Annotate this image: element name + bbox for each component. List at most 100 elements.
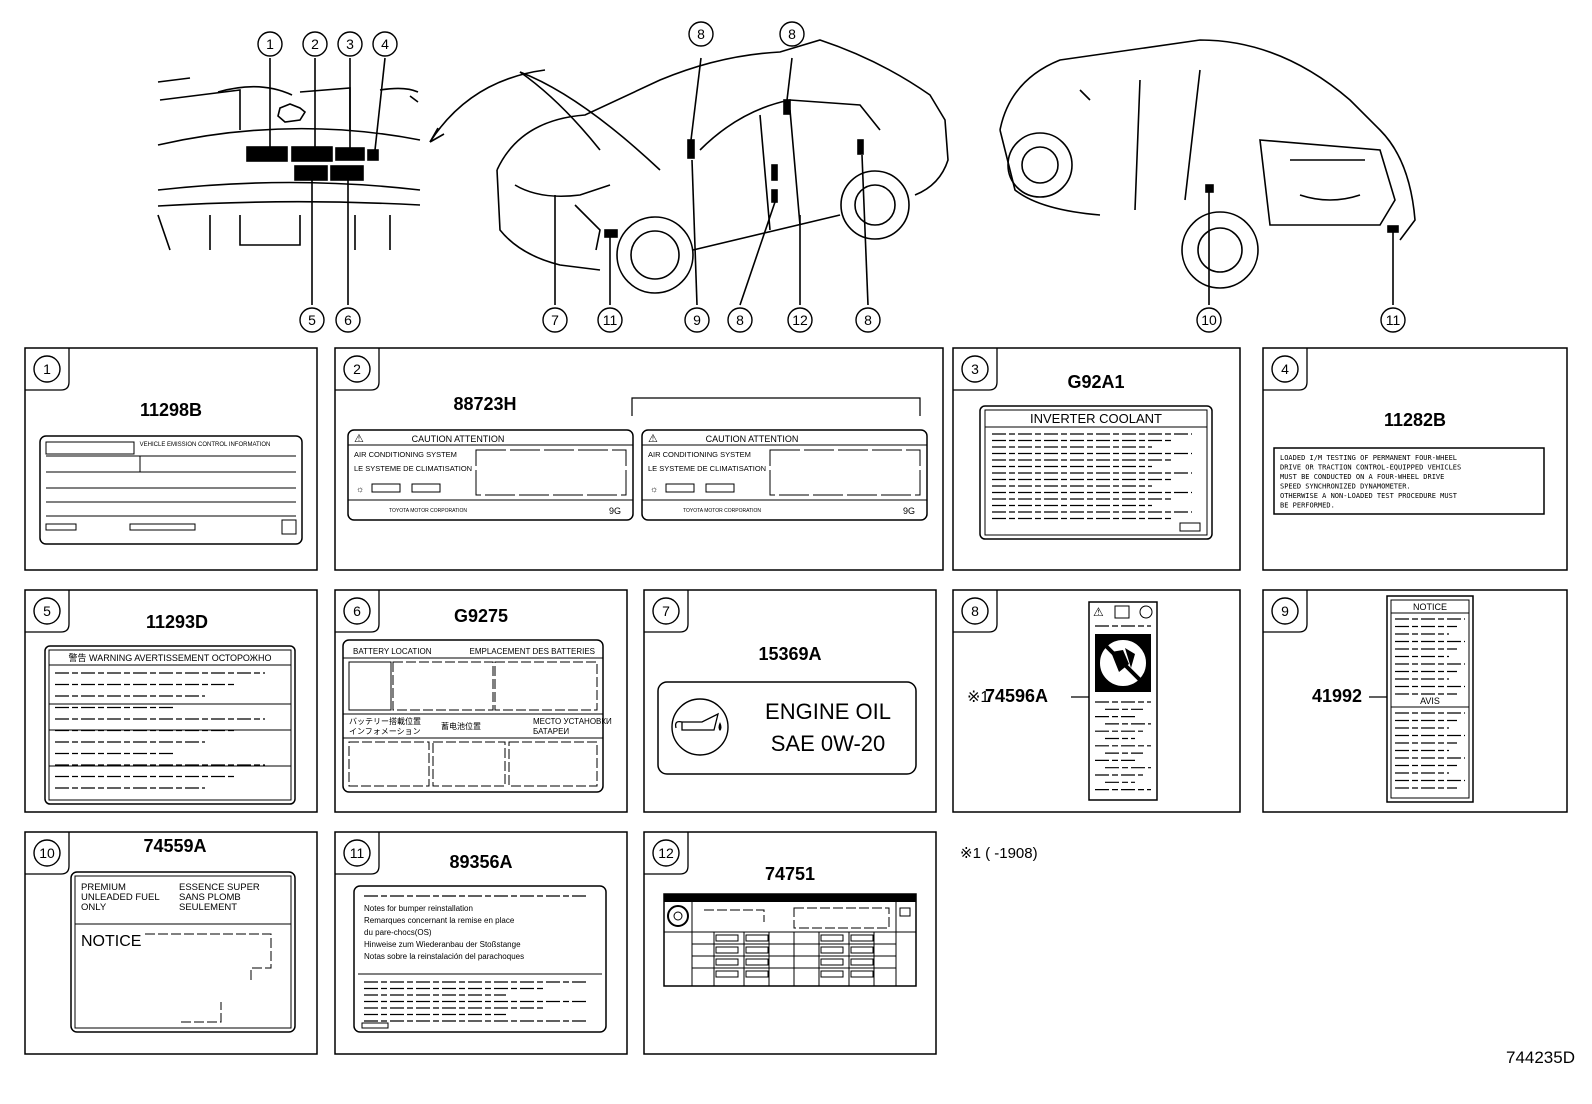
label-text: MUST BE CONDUCTED ON A FOUR-WHEEL DRIVE xyxy=(1280,473,1444,481)
part-number: 74596A xyxy=(985,686,1048,706)
warning-triangle-icon: ⚠ xyxy=(354,433,364,445)
callout-front-8: 8 xyxy=(779,21,805,47)
callout-engine-5: 5 xyxy=(299,307,325,333)
callout-front-9: 9 xyxy=(684,307,710,333)
panel-frame xyxy=(643,831,937,1055)
label-text: SANS PLOMB xyxy=(179,892,241,903)
sun-icon: ☼ xyxy=(356,484,364,494)
callout-number: 4 xyxy=(1281,361,1289,377)
ac-label: ⚠ CAUTION ATTENTION AIR CONDITIONING SYSTE… xyxy=(347,429,634,521)
label-text: SEULEMENT xyxy=(179,902,237,913)
callout-number: 10 xyxy=(1201,312,1217,328)
oil-can-icon xyxy=(671,698,729,756)
panel-frame xyxy=(334,831,628,1055)
panel-frame xyxy=(24,347,318,571)
label-text: CAUTION ATTENTION xyxy=(706,434,799,444)
panel-number-12: 12 xyxy=(652,839,680,867)
label-text: バッテリー搭載位置 xyxy=(349,716,421,726)
panel-frame xyxy=(24,589,318,813)
part-number: 74751 xyxy=(765,864,815,884)
part-number: 74559A xyxy=(143,836,206,856)
label-text: Notes for bumper reinstallation xyxy=(364,904,473,913)
label-text: 9G xyxy=(903,506,915,516)
part-number: 41992 xyxy=(1312,686,1362,706)
warning-triangle-icon: ⚠ xyxy=(648,433,658,445)
panel-frame xyxy=(24,831,318,1055)
callout-number: 3 xyxy=(971,361,979,377)
label-title: INVERTER COOLANT xyxy=(1030,411,1162,426)
label-text: PREMIUM xyxy=(81,882,126,893)
label-title: AVIS xyxy=(1420,696,1440,706)
label-title: NOTICE xyxy=(1413,602,1447,612)
label-panel-9: 9 41992 NOTICE AVIS xyxy=(1262,589,1568,813)
callout-engine-2: 2 xyxy=(302,31,328,57)
callout-number: 8 xyxy=(864,312,872,328)
callout-engine-6: 6 xyxy=(335,307,361,333)
callout-rear-10: 10 xyxy=(1196,307,1222,333)
callout-engine-4: 4 xyxy=(372,31,398,57)
callout-front-12: 12 xyxy=(787,307,813,333)
footnote: ※1 ( -1908) xyxy=(960,845,1038,862)
label-text: 蓄电池位置 xyxy=(441,721,481,731)
callout-number: 8 xyxy=(697,26,705,42)
part-number: 89356A xyxy=(449,852,512,872)
panel-frame xyxy=(334,347,944,571)
label-text: インフォメーション xyxy=(349,727,421,736)
part-number: G92A1 xyxy=(1067,372,1124,392)
callout-number: 5 xyxy=(308,312,316,328)
label-panel-12: 12 74751 xyxy=(643,831,937,1055)
part-number: 11282B xyxy=(1384,410,1446,430)
warning-triangle-icon: ⚠ xyxy=(1093,605,1104,619)
label-text: AIR CONDITIONING SYSTEM xyxy=(354,450,457,459)
label-text: LE SYSTEME DE CLIMATISATION xyxy=(354,464,472,473)
callout-number: 6 xyxy=(353,603,361,619)
panel-frame xyxy=(334,589,628,813)
panel-number-8: 8 xyxy=(961,597,989,625)
callout-front-8: 8 xyxy=(855,307,881,333)
part-number: 15369A xyxy=(758,644,821,664)
panel-number-9: 9 xyxy=(1271,597,1299,625)
label-text: 9G xyxy=(609,506,621,516)
panel-number-5: 5 xyxy=(33,597,61,625)
panel-number-4: 4 xyxy=(1271,355,1299,383)
label-text: МЕСТО УСТАНОВКИ xyxy=(533,717,612,726)
label-text: OTHERWISE A NON-LOADED TEST PROCEDURE MU… xyxy=(1280,492,1458,500)
callout-number: 8 xyxy=(971,603,979,619)
label-text: VEHICLE EMISSION CONTROL INFORMATION xyxy=(140,442,271,448)
callout-number: 7 xyxy=(551,312,559,328)
label-text: CAUTION ATTENTION xyxy=(412,434,505,444)
tire-icon xyxy=(667,905,689,927)
callout-number: 2 xyxy=(311,36,319,52)
sun-icon: ☼ xyxy=(650,484,658,494)
callout-number: 9 xyxy=(1281,603,1289,619)
callout-number: 8 xyxy=(788,26,796,42)
callout-rear-11: 11 xyxy=(1380,307,1406,333)
panel-frame xyxy=(1262,589,1568,813)
callout-number: 9 xyxy=(693,312,701,328)
panel-frame xyxy=(952,589,1241,813)
label-text: AIR CONDITIONING SYSTEM xyxy=(648,450,751,459)
callout-front-11: 11 xyxy=(597,307,623,333)
panel-frame xyxy=(1262,347,1568,571)
label-title: 警告 WARNING AVERTISSEMENT ОСТОРОЖНО xyxy=(69,652,272,663)
label-text: du pare-chocs(OS) xyxy=(364,928,432,937)
diagram-code: 744235D xyxy=(1506,1048,1575,1067)
part-number: G9275 xyxy=(454,606,508,626)
callout-engine-3: 3 xyxy=(337,31,363,57)
panel-number-11: 11 xyxy=(343,839,371,867)
callout-number: 1 xyxy=(266,36,274,52)
callout-number: 11 xyxy=(603,312,618,328)
label-title: NOTICE xyxy=(81,933,141,950)
label-text: БАТАРЕИ xyxy=(533,727,569,736)
callout-front-8: 8 xyxy=(727,307,753,333)
